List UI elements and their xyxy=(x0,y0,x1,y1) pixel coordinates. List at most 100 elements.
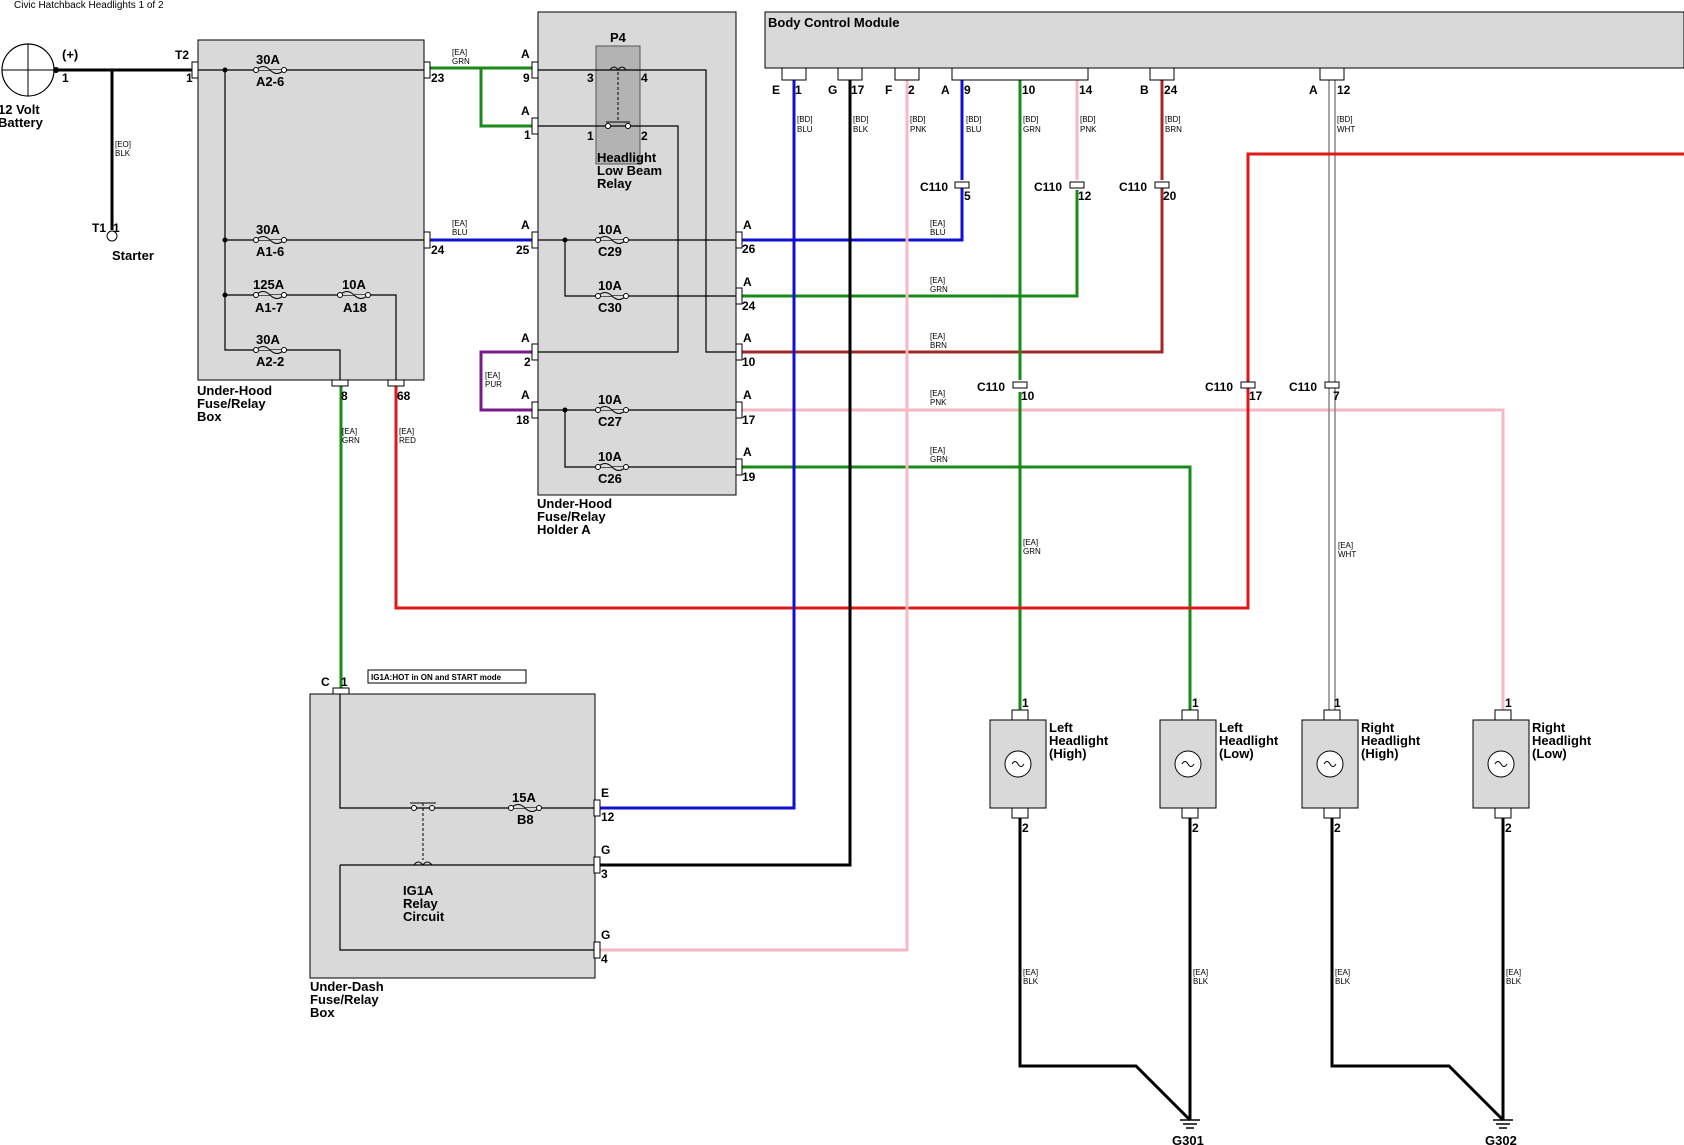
fuse-c26-amps: 10A xyxy=(598,449,622,464)
wl-13-color: WHT xyxy=(1337,125,1355,134)
ha-label-2: Fuse/Relay xyxy=(537,509,606,524)
ha-right-pin-24: 24 xyxy=(742,299,756,313)
ig1a-relay-switch-icon xyxy=(410,802,436,866)
bcm-pin-24: 24 xyxy=(1164,83,1178,97)
ha-right-conn-17: A xyxy=(743,388,752,402)
hl-left-low-label-3: (Low) xyxy=(1219,746,1254,761)
battery-pin: 1 xyxy=(62,71,69,85)
page-title: Civic Hatchback Headlights 1 of 2 xyxy=(14,0,164,11)
c110-name-20: C110 xyxy=(1119,180,1147,194)
uh-box-label-3: Box xyxy=(197,409,222,424)
hl-left-high-pin-2: 2 xyxy=(1022,821,1029,835)
wl-2-color: BLU xyxy=(452,228,468,237)
wl-24-code: [EA] xyxy=(1506,968,1521,977)
wl-9-color: BLU xyxy=(966,125,982,134)
hl-left-high-label-1: Left xyxy=(1049,720,1074,735)
ha-left-conn-9: A xyxy=(521,47,530,61)
fuse-b8-icon xyxy=(508,804,542,812)
fuse-c30-amps: 10A xyxy=(598,278,622,293)
c110-name-10: C110 xyxy=(977,380,1005,394)
starter-terminal: T1 xyxy=(92,221,106,235)
ground-g302-label: G302 xyxy=(1485,1133,1517,1145)
wl-6-code: [BD] xyxy=(797,115,813,124)
hl-right-high-label-2: Headlight xyxy=(1361,733,1421,748)
ud-label-2: Fuse/Relay xyxy=(310,992,379,1007)
ha-right-conn-19: A xyxy=(743,445,752,459)
relay-pin-4: 4 xyxy=(641,71,648,85)
wl-18-code: [EA] xyxy=(930,446,945,455)
ha-right-pin-26: 26 xyxy=(742,242,756,256)
starter-label: Starter xyxy=(112,248,154,263)
bcm-pin-12: 12 xyxy=(1337,83,1351,97)
ha-left-pin-18: 18 xyxy=(516,413,530,427)
wl-22-code: [EA] xyxy=(1193,968,1208,977)
hl-left-low-pin-1: 1 xyxy=(1192,696,1199,710)
fuse-c27-amps: 10A xyxy=(598,392,622,407)
fuse-c30-icon xyxy=(595,292,629,300)
fuse-a1-6-amps: 30A xyxy=(256,222,280,237)
hl-left-high-label-3: (High) xyxy=(1049,746,1087,761)
wl-12-code: [BD] xyxy=(1165,115,1181,124)
ha-right-conn-10: A xyxy=(743,331,752,345)
fuse-a2-6-amps: 30A xyxy=(256,52,280,67)
fuse-c29-id: C29 xyxy=(598,244,622,259)
headlight-left-low xyxy=(1159,709,1217,819)
c110-name-5: C110 xyxy=(920,180,948,194)
hl-left-high-label-2: Headlight xyxy=(1049,733,1109,748)
underhood-fuse-relay-box xyxy=(197,39,425,381)
hl-left-low-pin-2: 2 xyxy=(1192,821,1199,835)
c110-name-12: C110 xyxy=(1034,180,1062,194)
ig1a-note-box xyxy=(367,669,527,684)
hl-right-high-pin-1: 1 xyxy=(1334,696,1341,710)
uh-pin-24: 24 xyxy=(431,243,445,257)
ground-g301-label: G301 xyxy=(1172,1133,1204,1145)
hl-left-low-label-2: Headlight xyxy=(1219,733,1279,748)
fuse-c27-id: C27 xyxy=(598,414,622,429)
relay-coil-icon xyxy=(605,66,631,129)
wl-5-color: RED xyxy=(399,436,416,445)
wl-18-color: GRN xyxy=(930,455,948,464)
underdash-fuse-relay-box xyxy=(309,693,596,979)
wire-b8-blu xyxy=(599,80,796,810)
battery-label-1: 12 Volt xyxy=(0,102,40,117)
wl-23-color: BLK xyxy=(1335,977,1351,986)
bcm-conn-a2: A xyxy=(1309,83,1318,97)
bcm-pin-10: 10 xyxy=(1022,83,1036,97)
headlight-left-high xyxy=(989,709,1047,819)
ha-right-pin-10: 10 xyxy=(742,355,756,369)
fuse-a1-6-id: A1-6 xyxy=(256,244,284,259)
fuse-c27-icon xyxy=(595,406,629,414)
uh-pin-23: 23 xyxy=(431,71,445,85)
ha-right-conn-26: A xyxy=(743,218,752,232)
wl-14-color: BLU xyxy=(930,228,946,237)
c110-name-17: C110 xyxy=(1205,380,1233,394)
c110-pin-7: 7 xyxy=(1333,389,1340,403)
fuse-a2-2-amps: 30A xyxy=(256,332,280,347)
bcm-pin-2: 2 xyxy=(908,83,915,97)
wl-2-code: [EA] xyxy=(452,219,467,228)
wire-g4-pnk xyxy=(599,80,909,952)
hl-left-high-pin-1: 1 xyxy=(1022,696,1029,710)
fuse-b8-id: B8 xyxy=(517,812,534,827)
ha-left-conn-1: A xyxy=(521,104,530,118)
c110-name-7: C110 xyxy=(1289,380,1317,394)
wire-relay-feed-grn-2 xyxy=(479,68,532,128)
wl-16-color: BRN xyxy=(930,341,947,350)
wire-relay-brn xyxy=(742,186,1164,354)
hl-left-low-label-1: Left xyxy=(1219,720,1244,735)
wl-8-color: PNK xyxy=(910,125,927,134)
wl-14-code: [EA] xyxy=(930,219,945,228)
relay-pin-3: 3 xyxy=(587,71,594,85)
wl-22-color: BLK xyxy=(1193,977,1209,986)
wl-4-code: [EA] xyxy=(342,427,357,436)
starter-pin: 1 xyxy=(113,221,120,235)
c110-pin-5: 5 xyxy=(964,189,971,203)
uh-box-label-1: Under-Hood xyxy=(197,383,272,398)
hl-right-low-pin-2: 2 xyxy=(1505,821,1512,835)
ha-left-conn-18: A xyxy=(521,388,530,402)
headlight-right-low xyxy=(1472,709,1530,819)
fuse-a18-icon xyxy=(337,291,371,299)
bcm-pin-9: 9 xyxy=(964,83,971,97)
fuse-c29-amps: 10A xyxy=(598,222,622,237)
bcm-conn-a: A xyxy=(941,83,950,97)
